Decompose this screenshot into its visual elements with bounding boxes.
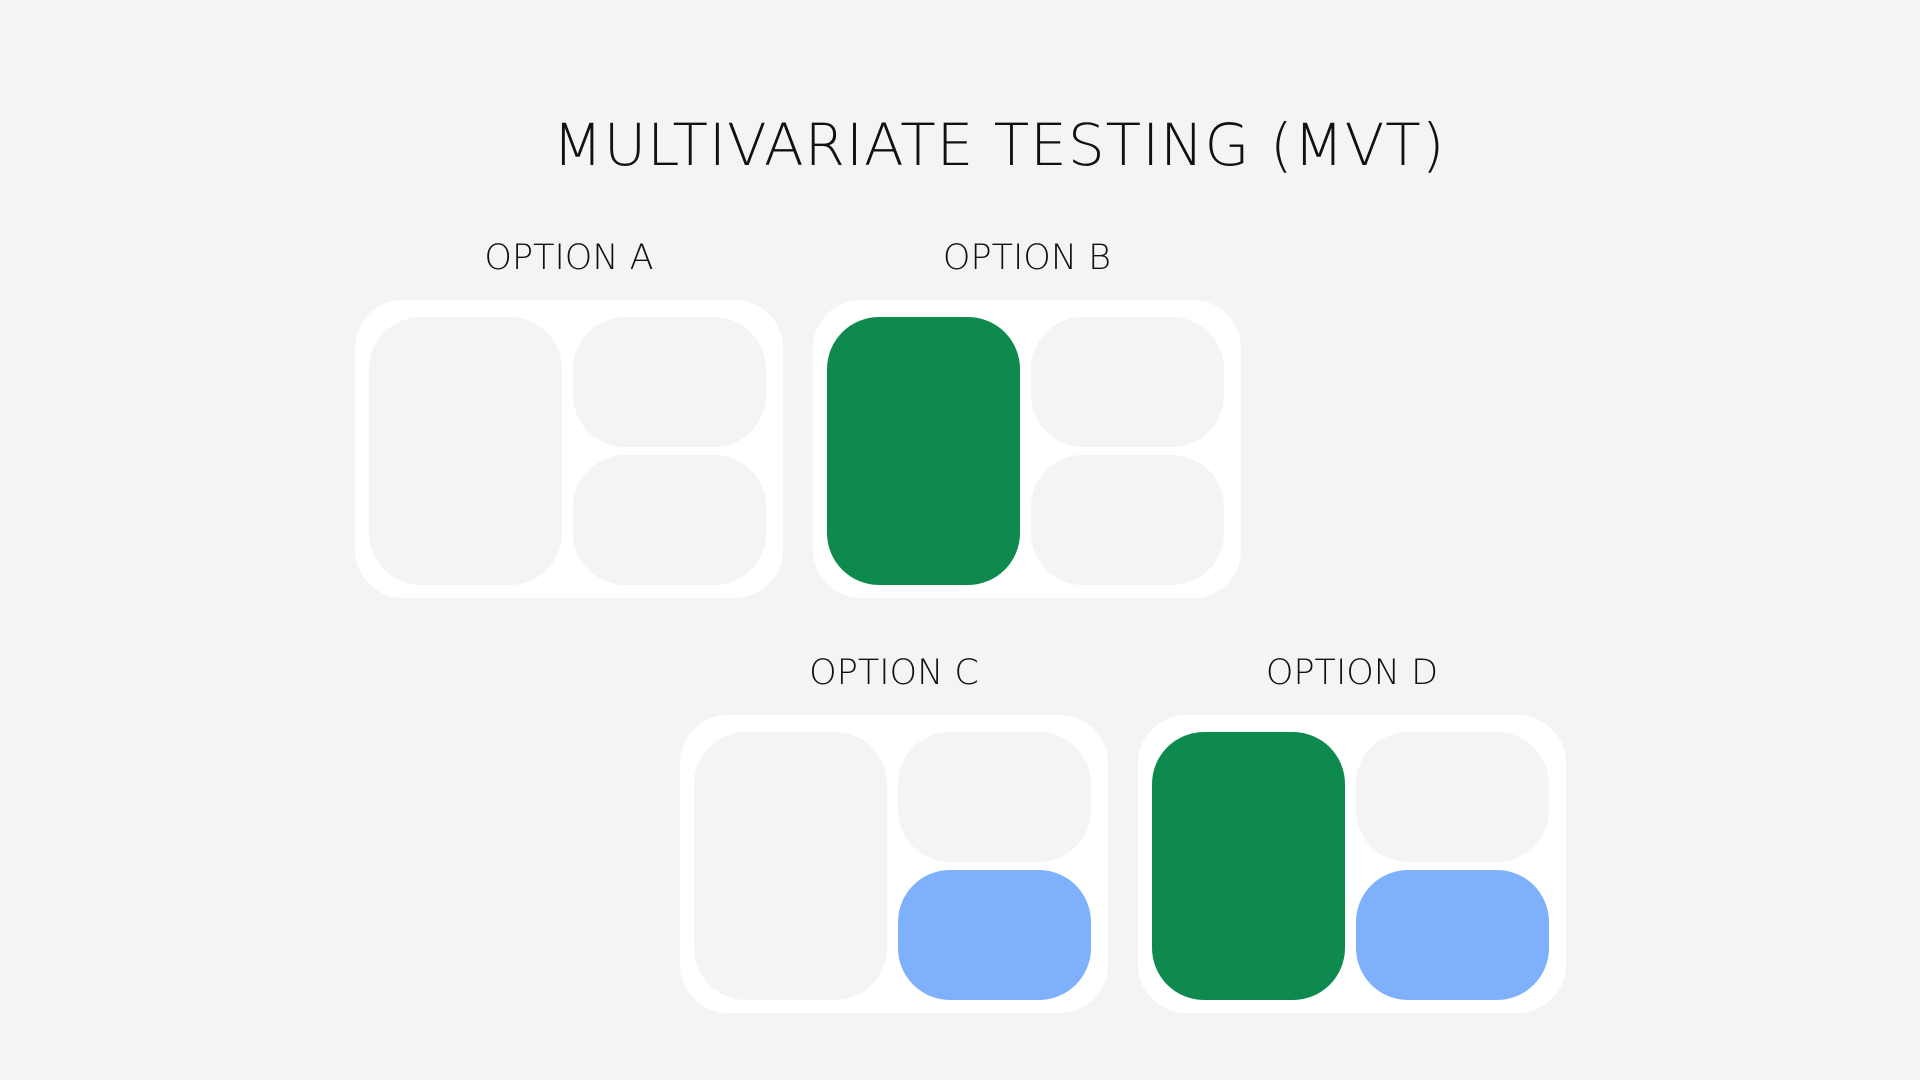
option-a: OPTION A	[355, 236, 783, 598]
option-c-bottom-right-block	[898, 870, 1091, 1000]
option-c-card	[680, 715, 1108, 1013]
option-c: OPTION C	[680, 651, 1108, 1013]
option-a-card	[355, 300, 783, 598]
option-a-top-right-block	[573, 317, 766, 447]
option-b-left-block	[827, 317, 1020, 585]
option-c-left-block	[694, 732, 887, 1000]
option-b-label: OPTION B	[942, 238, 1112, 278]
page-title: MULTIVARIATE TESTING (MVT)	[552, 111, 1446, 179]
option-a-left-block	[369, 317, 562, 585]
option-c-top-right-block	[898, 732, 1091, 862]
option-d-bottom-right-block	[1356, 870, 1549, 1000]
option-c-label: OPTION C	[809, 653, 979, 693]
option-b-card	[813, 300, 1241, 598]
option-d-left-block	[1152, 732, 1345, 1000]
option-a-label: OPTION A	[484, 238, 654, 278]
option-d-card	[1138, 715, 1566, 1013]
option-b-bottom-right-block	[1031, 455, 1224, 585]
option-d-label: OPTION D	[1265, 653, 1439, 693]
option-a-bottom-right-block	[573, 455, 766, 585]
option-d: OPTION D	[1138, 651, 1566, 1013]
option-b-top-right-block	[1031, 317, 1224, 447]
option-d-top-right-block	[1356, 732, 1549, 862]
option-b: OPTION B	[813, 236, 1241, 598]
